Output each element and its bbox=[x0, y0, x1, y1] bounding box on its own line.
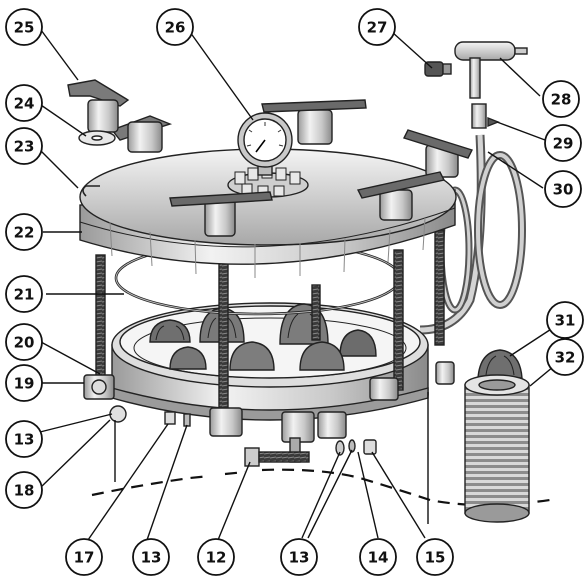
callout-13c: 13 bbox=[280, 538, 318, 576]
callout-circle bbox=[5, 84, 43, 122]
callout-circle bbox=[546, 338, 584, 376]
callout-circle bbox=[5, 275, 43, 313]
callout-circle bbox=[5, 420, 43, 458]
wing-knob-back bbox=[261, 99, 367, 145]
callout-label: 19 bbox=[14, 375, 35, 393]
callout-label: 28 bbox=[551, 91, 572, 109]
clamp-right bbox=[369, 361, 455, 401]
callout-label: 13 bbox=[14, 431, 35, 449]
callout-12: 12 bbox=[197, 538, 235, 576]
callout-label: 31 bbox=[555, 312, 576, 330]
callout-circle bbox=[65, 538, 103, 576]
knob-nut-exploded bbox=[477, 349, 523, 379]
callout-label: 12 bbox=[206, 549, 227, 567]
callout-18: 18 bbox=[5, 471, 43, 509]
callout-circle bbox=[544, 124, 582, 162]
callout-circle bbox=[416, 538, 454, 576]
callout-circle bbox=[542, 80, 580, 118]
callout-circle bbox=[132, 538, 170, 576]
callout-label: 13 bbox=[141, 549, 162, 567]
callout-22: 22 bbox=[5, 213, 43, 251]
wing-knob-right bbox=[403, 129, 473, 178]
callout-13a: 13 bbox=[5, 420, 43, 458]
callout-25: 25 bbox=[5, 8, 43, 46]
callout-23: 23 bbox=[5, 127, 43, 165]
callout-label: 24 bbox=[14, 95, 35, 113]
callout-31: 31 bbox=[546, 301, 584, 339]
callout-circle bbox=[5, 323, 43, 361]
callout-19: 19 bbox=[5, 364, 43, 402]
latch-center bbox=[209, 407, 347, 463]
lid bbox=[79, 148, 457, 278]
ground-line bbox=[91, 468, 551, 507]
callout-circle bbox=[358, 8, 396, 46]
callout-14: 14 bbox=[359, 538, 397, 576]
pressure-gauge bbox=[237, 112, 293, 176]
callouts: 25 26 27 28 24 29 23 30 22 21 31 20 32 19 13 18 17 13 12 13… bbox=[5, 8, 584, 576]
callout-label: 27 bbox=[367, 19, 388, 37]
callout-circle bbox=[5, 364, 43, 402]
spring-coil bbox=[464, 374, 530, 523]
callout-label: 13 bbox=[289, 549, 310, 567]
lid-hook bbox=[82, 185, 100, 197]
callout-32: 32 bbox=[546, 338, 584, 376]
callout-30: 30 bbox=[544, 170, 582, 208]
washer-exploded bbox=[78, 130, 116, 146]
callout-label: 15 bbox=[425, 549, 446, 567]
callout-circle bbox=[5, 213, 43, 251]
callout-label: 26 bbox=[165, 19, 186, 37]
callout-circle bbox=[280, 538, 318, 576]
callout-29: 29 bbox=[544, 124, 582, 162]
callout-label: 22 bbox=[14, 224, 35, 242]
callout-circle bbox=[5, 471, 43, 509]
callout-label: 14 bbox=[368, 549, 389, 567]
callout-label: 29 bbox=[553, 135, 574, 153]
callout-circle bbox=[5, 8, 43, 46]
callout-28: 28 bbox=[542, 80, 580, 118]
callout-circle bbox=[5, 127, 43, 165]
callout-circle bbox=[156, 8, 194, 46]
callout-26: 26 bbox=[156, 8, 194, 46]
wing-knob-left bbox=[169, 191, 273, 237]
callout-circle bbox=[544, 170, 582, 208]
callout-21: 21 bbox=[5, 275, 43, 313]
callout-label: 21 bbox=[14, 286, 35, 304]
callout-label: 20 bbox=[14, 334, 35, 352]
callout-circle bbox=[546, 301, 584, 339]
callout-label: 32 bbox=[555, 349, 576, 367]
callout-label: 30 bbox=[553, 181, 574, 199]
callout-label: 17 bbox=[74, 549, 95, 567]
callout-17: 17 bbox=[65, 538, 103, 576]
clamp-left bbox=[83, 374, 115, 400]
fasteners-exploded bbox=[109, 405, 377, 467]
leader-lines bbox=[31, 29, 566, 541]
callout-20: 20 bbox=[5, 323, 43, 361]
callout-15: 15 bbox=[416, 538, 454, 576]
callout-27: 27 bbox=[358, 8, 396, 46]
wing-knob-front-right bbox=[356, 171, 446, 221]
wing-nut-exploded bbox=[67, 79, 173, 153]
callout-24: 24 bbox=[5, 84, 43, 122]
callout-label: 25 bbox=[14, 19, 35, 37]
callout-label: 23 bbox=[14, 138, 35, 156]
callout-label: 18 bbox=[14, 482, 35, 500]
callout-circle bbox=[359, 538, 397, 576]
valve-parts bbox=[424, 41, 528, 129]
callout-13b: 13 bbox=[132, 538, 170, 576]
callout-circle bbox=[197, 538, 235, 576]
